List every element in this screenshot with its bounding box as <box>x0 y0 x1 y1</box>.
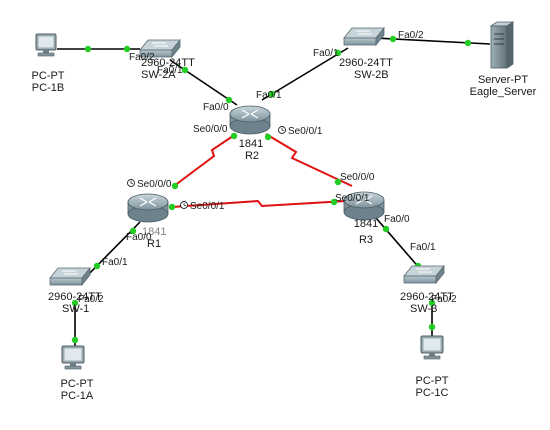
port-label: Fa0/0 <box>126 232 152 243</box>
sw2b-name-label: SW-2B <box>354 69 389 81</box>
port-label: Fa0/1 <box>410 242 436 253</box>
port-label: Se0/0/0 <box>193 124 228 135</box>
link-up-light <box>230 132 238 140</box>
router-icon[interactable] <box>229 105 271 135</box>
links <box>57 37 491 350</box>
sw2a-model-label: 2960-24TT <box>141 57 195 69</box>
r2-model-label: 1841 <box>239 138 263 150</box>
link-up-light <box>181 66 189 74</box>
link-up-light <box>330 198 338 206</box>
port-label: Se0/0/0 <box>137 179 172 190</box>
link-up-light <box>464 39 472 47</box>
sw3-name-label: SW-3 <box>410 303 437 315</box>
pc-icon[interactable] <box>61 345 85 370</box>
r2-name-label: R2 <box>245 150 259 162</box>
port-label: Fa0/2 <box>398 30 424 41</box>
link-up-light <box>71 299 79 307</box>
r3-name-label: R3 <box>359 234 373 246</box>
sw3-model-label: 2960-24TT <box>400 291 454 303</box>
port-label: Fa0/2 <box>129 52 155 63</box>
r1-model-label: 1841 <box>142 226 166 238</box>
link-up-light <box>171 182 179 190</box>
link-up-light <box>225 96 233 104</box>
port-label: Fa0/1 <box>157 65 183 76</box>
switch-icon[interactable] <box>403 264 445 285</box>
sw1-name-label: SW-1 <box>62 303 89 315</box>
port-label: Fa0/2 <box>431 294 457 305</box>
pc1b-name-label: PC-1B <box>32 82 64 94</box>
link-status-lights <box>71 35 472 344</box>
link-up-light <box>264 133 272 141</box>
link-sw2a-r2[interactable] <box>169 59 238 106</box>
pc-icon[interactable] <box>420 335 444 360</box>
port-label: Se0/0/1 <box>190 201 225 212</box>
pc1c-name-label: PC-1C <box>415 387 448 399</box>
link-up-light <box>428 323 436 331</box>
switch-icon[interactable] <box>49 266 91 287</box>
port-label: Fa0/2 <box>78 294 104 305</box>
link-r2-sw2b[interactable] <box>261 47 349 101</box>
link-up-light <box>93 262 101 270</box>
port-label: Fa0/1 <box>313 48 339 59</box>
link-up-light <box>334 178 342 186</box>
port-label: Se0/0/0 <box>340 172 375 183</box>
server-icon[interactable] <box>489 21 515 69</box>
link-up-light <box>268 90 276 98</box>
link-up-light <box>168 203 176 211</box>
port-label: Se0/0/1 <box>335 193 370 204</box>
port-label: Fa0/1 <box>102 257 128 268</box>
link-up-light <box>389 35 397 43</box>
clock-icon <box>278 126 286 134</box>
port-label: Fa0/1 <box>256 90 282 101</box>
link-up-light <box>84 45 92 53</box>
sw1-model-label: 2960-24TT <box>48 291 102 303</box>
port-label: Fa0/0 <box>203 102 229 113</box>
pc1c-type-label: PC-PT <box>416 375 449 387</box>
router-icon[interactable] <box>127 193 169 223</box>
sw2b-model-label: 2960-24TT <box>339 57 393 69</box>
link-up-light <box>428 299 436 307</box>
sw2a-name-label: SW-2A <box>141 69 176 81</box>
link-up-light <box>334 49 342 57</box>
port-label: Se0/0/1 <box>288 126 323 137</box>
pc1b-type-label: PC-PT <box>32 70 65 82</box>
pc1a-type-label: PC-PT <box>61 378 94 390</box>
link-r1-r3-serial[interactable] <box>171 199 347 208</box>
link-r2-r3-serial[interactable] <box>265 133 353 187</box>
server-type-label: Server-PT <box>478 74 528 86</box>
pc1a-name-label: PC-1A <box>61 390 94 402</box>
link-up-light <box>123 45 131 53</box>
link-r2-r1-serial[interactable] <box>173 133 237 187</box>
r1-name-label: R1 <box>147 238 161 250</box>
pc-icon[interactable] <box>35 33 57 57</box>
router-icon[interactable] <box>343 191 385 221</box>
switch-icon[interactable] <box>139 38 181 59</box>
switch-icon[interactable] <box>343 26 385 47</box>
clock-icon <box>127 179 135 187</box>
port-label: Fa0/0 <box>384 214 410 225</box>
link-up-light <box>382 225 390 233</box>
link-up-light <box>129 227 137 235</box>
server-name-label: Eagle_Server <box>470 86 537 98</box>
link-up-light <box>71 336 79 344</box>
clock-icon <box>180 201 188 209</box>
r3-model-label: 1841 <box>354 218 378 230</box>
